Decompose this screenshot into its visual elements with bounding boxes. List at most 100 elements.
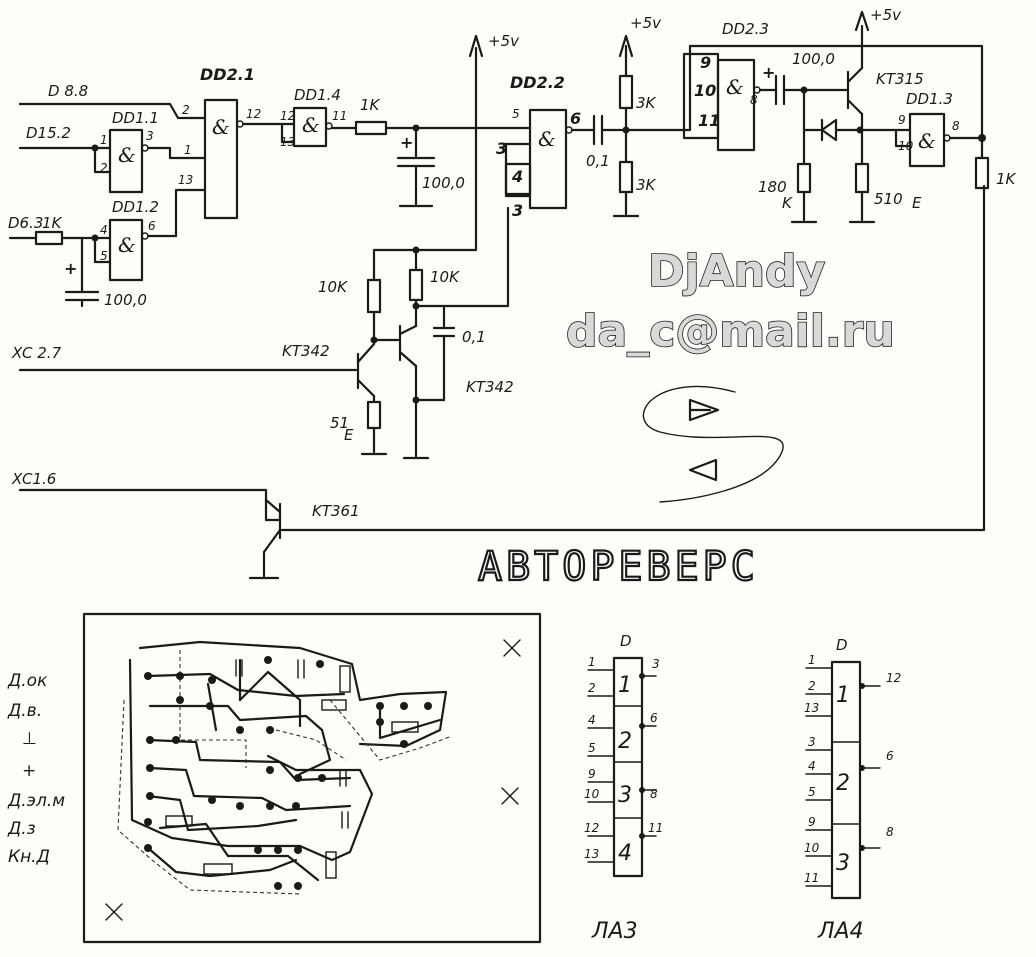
- capacitor-100-c: [774, 74, 786, 106]
- transistor-ce-b: [398, 324, 418, 368]
- wire-5v-rail: [372, 46, 478, 282]
- res-unit-510: E: [912, 194, 922, 212]
- pcb-trace: [238, 670, 302, 728]
- pcb-resistor: [339, 665, 351, 693]
- arrow-5v-c: [854, 10, 870, 32]
- la3-pin: 6: [650, 711, 658, 725]
- la3-gate-label: 4: [618, 841, 632, 866]
- ground-symbol: [848, 190, 876, 224]
- pin-label: 11: [698, 111, 720, 130]
- la4-pin: 12: [886, 671, 901, 685]
- gate-dd21: [203, 98, 239, 220]
- pcb-pad: [266, 766, 274, 774]
- gate-dd22: [528, 108, 568, 210]
- la3-input-leads: [587, 669, 615, 863]
- la4-pin: 6: [886, 749, 894, 763]
- gate-symbol: &: [118, 143, 136, 167]
- pcb-resistor: [203, 863, 233, 875]
- wire-dd22-bridge: [504, 142, 532, 198]
- la4-input-leads: [805, 667, 833, 887]
- capacitor-100-a: [396, 156, 436, 168]
- pcb-pad: [172, 736, 180, 744]
- pcb-capacitor: [341, 811, 349, 829]
- watermark-email: da_c@mail.ru: [566, 306, 895, 357]
- chip-label-dd11: DD1.1: [112, 109, 159, 127]
- junction-dot: [91, 234, 99, 242]
- input-label-d88: D 8.8: [48, 82, 88, 100]
- tape-path-curve: [642, 385, 784, 503]
- pcb-capacitor: [235, 659, 243, 677]
- la3-pin: 10: [584, 787, 600, 801]
- pin-label: 6: [148, 219, 156, 233]
- transistor-ce-kt315: [846, 66, 864, 116]
- res-value-10k-a: 10K: [318, 278, 348, 296]
- la3-chip-body: [612, 656, 644, 878]
- pcb-pad: [176, 696, 184, 704]
- pcb-label-plus: +: [22, 761, 36, 781]
- gate-symbol: &: [302, 113, 320, 137]
- wire-dd12-bridge: [93, 236, 112, 264]
- capacitor-01-a: [432, 326, 456, 338]
- pcb-pad: [144, 672, 152, 680]
- mount-hole-icon: [105, 903, 123, 921]
- cap-value-100-a: 100,0: [422, 174, 465, 192]
- pcb-trace: [146, 794, 298, 832]
- pcb-trace: [138, 640, 448, 748]
- pcb-pad: [206, 702, 214, 710]
- input-label-d15: D15.2: [26, 124, 71, 142]
- la3-pin: 12: [584, 821, 599, 835]
- pin-label: 9: [700, 53, 711, 72]
- res-value-51: 51: [330, 414, 349, 432]
- cap-value-01-a: 0,1: [462, 328, 486, 346]
- pin-label: 1: [184, 143, 192, 157]
- la3-output-leads: [641, 675, 657, 837]
- pin-label: 1: [100, 133, 108, 147]
- pcb-side-labels: Д.ок Д.в. ⊥ + Д.эл.м Д.з Кн.Д: [7, 671, 65, 867]
- supply-label-c: +5v: [870, 6, 902, 24]
- pin-dot: [639, 723, 645, 729]
- la4-pin: 2: [808, 679, 816, 693]
- ground-symbol: [248, 550, 280, 580]
- res-unit-51: E: [344, 426, 354, 444]
- transistor-label-kt342-b: KT342: [466, 378, 514, 396]
- pcb-capacitor: [339, 769, 347, 787]
- pcb-pad: [274, 882, 282, 890]
- input-label-d63: D6.3: [8, 214, 43, 232]
- wire-top-loop: [688, 44, 984, 142]
- pcb-trace: [146, 672, 346, 698]
- pcb-pad: [294, 774, 302, 782]
- pcb-label-dz: Д.з: [7, 819, 36, 839]
- chip-label-dd13: DD1.3: [906, 90, 953, 108]
- pcb-pad: [292, 802, 300, 810]
- la4-gate-label: 1: [836, 683, 850, 708]
- pin-label: 3: [496, 139, 507, 158]
- pcb-pad: [400, 740, 408, 748]
- la3-pin: 9: [588, 767, 596, 781]
- mount-hole-icon: [501, 787, 519, 805]
- pcb-pad: [318, 774, 326, 782]
- dd22-pin-box: [504, 162, 532, 196]
- pcb-pad: [266, 726, 274, 734]
- la3-pin: 13: [584, 847, 599, 861]
- pcb-trace: [148, 704, 324, 732]
- la4-pin: 8: [886, 825, 894, 839]
- pcb-pad: [254, 846, 262, 854]
- pcb-pad: [208, 796, 216, 804]
- transistor-label-kt361: KT361: [312, 502, 360, 520]
- wire-kt361-collector: [280, 184, 986, 532]
- pcb-trace: [146, 846, 298, 878]
- pcb-pad: [236, 802, 244, 810]
- pin-dot: [639, 833, 645, 839]
- wire-dd11-bridge: [93, 146, 112, 174]
- inverter-bubble: [325, 122, 333, 130]
- arrow-5v-b: [618, 34, 634, 58]
- res-value-1k-b: 1K: [996, 170, 1017, 188]
- la3-pin: 3: [652, 657, 660, 671]
- pcb-dashed-trace: [117, 699, 301, 895]
- pin-label: 2: [182, 103, 190, 117]
- cap-plus: +: [400, 133, 413, 152]
- supply-and-transistors: +5v 10K 10K 0,1 KT342 XC 2.7 51 E KT342: [11, 32, 986, 580]
- transistor-ce-a: [356, 342, 376, 398]
- la4-header: D: [836, 636, 848, 654]
- pin-dot: [859, 845, 865, 851]
